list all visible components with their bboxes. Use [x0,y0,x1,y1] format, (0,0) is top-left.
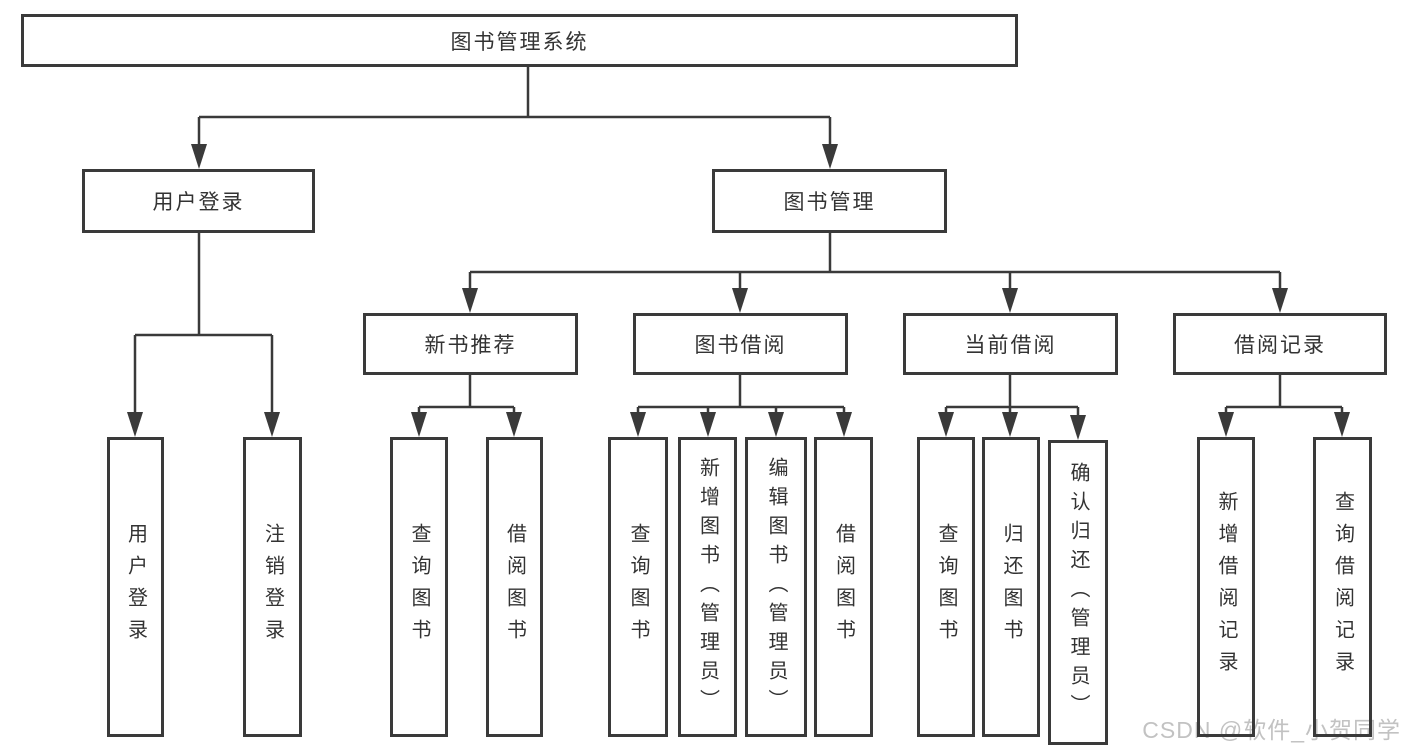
node-leaf-add-book-admin: 新增图书（管理员） [678,437,737,737]
connector-book-borrow-to-leaves [636,375,846,416]
arrowheads-borrow-records-leaves [1218,412,1350,437]
node-label: 用户登录 [124,523,147,651]
node-leaf-borrow-books: 借阅图书 [814,437,873,737]
node-label: 借阅图书 [832,523,855,651]
arrowheads-new-book-rec-leaves [411,412,522,437]
node-label: 新增图书（管理员） [696,456,719,718]
node-leaf-query-books-rec: 查询图书 [390,437,448,737]
node-leaf-user-login: 用户登录 [107,437,164,737]
node-leaf-borrow-books-rec: 借阅图书 [486,437,543,737]
node-borrow-records: 借阅记录 [1173,313,1387,375]
node-leaf-return-book: 归还图书 [982,437,1040,737]
arrowheads-level3 [462,288,1288,313]
node-label: 查询图书 [935,523,957,651]
connector-root-to-level2 [197,67,832,148]
node-user-login: 用户登录 [82,169,315,233]
node-leaf-query-books-borrow: 查询图书 [608,437,668,737]
node-current-borrow: 当前借阅 [903,313,1118,375]
watermark: CSDN @软件_小贺同学 [1142,717,1401,743]
node-label: 新增借阅记录 [1215,491,1237,683]
arrowheads-current-borrow-leaves [938,412,1086,440]
connector-new-book-rec-to-leaves [417,375,516,416]
node-label: 归还图书 [1000,523,1022,651]
node-root-system: 图书管理系统 [21,14,1018,67]
node-label: 确认归还（管理员） [1067,462,1089,723]
node-label: 注销登录 [261,523,284,651]
node-label: 查询借阅记录 [1331,491,1354,683]
arrowheads-book-borrow-leaves [630,412,852,437]
node-leaf-confirm-return-admin: 确认归还（管理员） [1048,440,1108,745]
node-new-book-recommend: 新书推荐 [363,313,578,375]
node-leaf-query-borrow-record: 查询借阅记录 [1313,437,1372,737]
connector-book-mgmt-to-level3 [468,233,1282,292]
node-leaf-query-books-current: 查询图书 [917,437,975,737]
node-label: 编辑图书（管理员） [765,456,787,718]
node-leaf-edit-book-admin: 编辑图书（管理员） [745,437,807,737]
node-label: 查询图书 [627,523,649,651]
node-book-borrow: 图书借阅 [633,313,848,375]
arrowheads-level2 [191,144,838,169]
node-label: 查询图书 [408,523,430,651]
node-label: 借阅图书 [503,523,526,651]
connector-borrow-records-to-leaves [1224,375,1344,416]
connector-user-login-to-leaves [133,233,274,416]
node-leaf-logout: 注销登录 [243,437,302,737]
arrowheads-user-login-leaves [127,412,280,437]
node-leaf-add-borrow-record: 新增借阅记录 [1197,437,1255,737]
node-book-management: 图书管理 [712,169,947,233]
